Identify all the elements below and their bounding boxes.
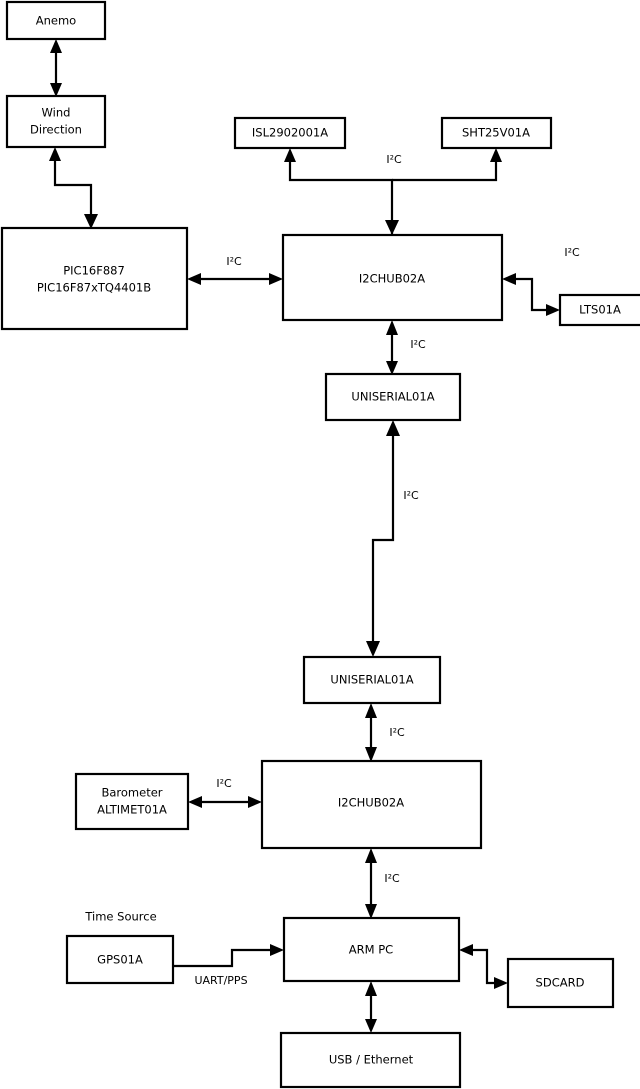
link-arm-pc-usb-ethernet [365,981,377,1033]
node-i2chub02a-bottom-label: I2CHUB02A [338,796,404,810]
time-source-label: Time Source [84,910,156,924]
arrow-left-icon [187,273,201,285]
edge-label-gps-armpc: UART/PPS [194,974,247,987]
node-lts01a[interactable]: LTS01A [558,293,640,327]
node-wind-direction[interactable]: Wind Direction [5,94,107,149]
arrow-down-icon [366,641,380,657]
link-arm-pc-sdcard [459,944,508,989]
link-wind-direction-pic [49,147,98,229]
edge-label-uniserial-hub-bottom: I²C [389,726,405,739]
arrow-right-icon [270,944,284,956]
node-gps01a-label: GPS01A [97,953,143,967]
arrow-left-icon [459,944,473,956]
node-i2chub02a-top-label: I2CHUB02A [359,272,425,286]
arrow-up-icon [365,848,377,863]
link-gps-arm-pc: UART/PPS [173,944,284,987]
node-arm-pc[interactable]: ARM PC [282,916,461,983]
link-hub-bottom-arm-pc: I²C [365,848,400,919]
arrow-right-icon [269,273,283,285]
edge-label-hub-armpc: I²C [384,872,400,885]
node-barometer-label-line1: Barometer [101,786,162,800]
node-usb-ethernet-label: USB / Ethernet [329,1053,414,1067]
edge-label-pic-hub: I²C [226,255,242,268]
edge-label-hub-uniserial: I²C [410,338,426,351]
node-i2chub02a-bottom[interactable]: I2CHUB02A [260,759,483,850]
node-uniserial01a-top[interactable]: UNISERIAL01A [324,372,462,422]
node-pic[interactable]: PIC16F887 PIC16F87xTQ4401B [0,226,189,331]
node-barometer[interactable]: Barometer ALTIMET01A [74,772,190,831]
arrow-up-icon [49,147,61,161]
node-sht25v01a-label: SHT25V01A [462,126,530,140]
edge-label-barometer-hub: I²C [216,777,232,790]
link-uniserial-top-uniserial-bottom: I²C [366,420,419,657]
node-sdcard-label: SDCARD [536,976,585,990]
node-isl2902001a-label: ISL2902001A [252,126,328,140]
node-lts01a-label: LTS01A [579,303,621,317]
link-hub-top-sensors: I²C [284,148,502,235]
node-usb-ethernet[interactable]: USB / Ethernet [279,1031,462,1089]
node-sht25v01a[interactable]: SHT25V01A [440,116,553,150]
edge-label-hub-lts: I²C [564,246,580,259]
arrow-up-icon [386,320,398,335]
arrow-left-icon [502,273,516,285]
node-i2chub02a-top[interactable]: I2CHUB02A [281,233,504,322]
arrow-up-icon [386,420,400,436]
arrow-up-icon [50,39,62,53]
arrow-down-icon [84,214,98,229]
node-wind-direction-label-line1: Wind [42,106,71,120]
node-sdcard[interactable]: SDCARD [506,957,615,1009]
link-hub-top-uniserial-top: I²C [386,320,426,375]
arrow-down-icon [386,361,398,375]
link-anemo-wind-direction [50,39,62,97]
arrow-down-icon [365,747,377,762]
arrow-up-icon [365,981,377,996]
arrow-left-icon [188,796,202,808]
arrow-right-icon [248,796,262,808]
node-pic-label-line1: PIC16F887 [63,264,125,278]
node-gps01a[interactable]: GPS01A [65,934,175,985]
node-uniserial01a-bottom[interactable]: UNISERIAL01A [302,655,442,705]
node-anemo[interactable]: Anemo [5,0,107,41]
node-isl2902001a[interactable]: ISL2902001A [233,116,347,150]
edge-label-hub-sensors: I²C [386,153,402,166]
node-wind-direction-label-line2: Direction [30,123,82,137]
link-uniserial-bottom-hub-bottom: I²C [365,703,405,762]
arrow-down-icon [385,220,399,235]
arrow-right-icon [546,304,560,316]
arrow-up-icon [365,703,377,718]
node-uniserial01a-top-label: UNISERIAL01A [351,390,434,404]
arrow-right-icon [494,977,508,989]
node-barometer-label-line2: ALTIMET01A [97,803,167,817]
arrow-down-icon [50,83,62,97]
arrow-up-icon [490,148,502,162]
arrow-down-icon [365,1019,377,1033]
node-uniserial01a-bottom-label: UNISERIAL01A [330,673,413,687]
link-barometer-hub-bottom: I²C [188,777,262,808]
edge-label-uniserial-link: I²C [403,489,419,502]
node-arm-pc-label: ARM PC [349,943,393,957]
link-hub-top-lts: I²C [502,246,580,316]
node-anemo-label: Anemo [36,14,76,28]
node-pic-label-line2: PIC16F87xTQ4401B [37,281,151,295]
arrow-up-icon [284,148,296,162]
arrow-down-icon [365,904,377,919]
link-pic-hub-top: I²C [187,255,283,285]
